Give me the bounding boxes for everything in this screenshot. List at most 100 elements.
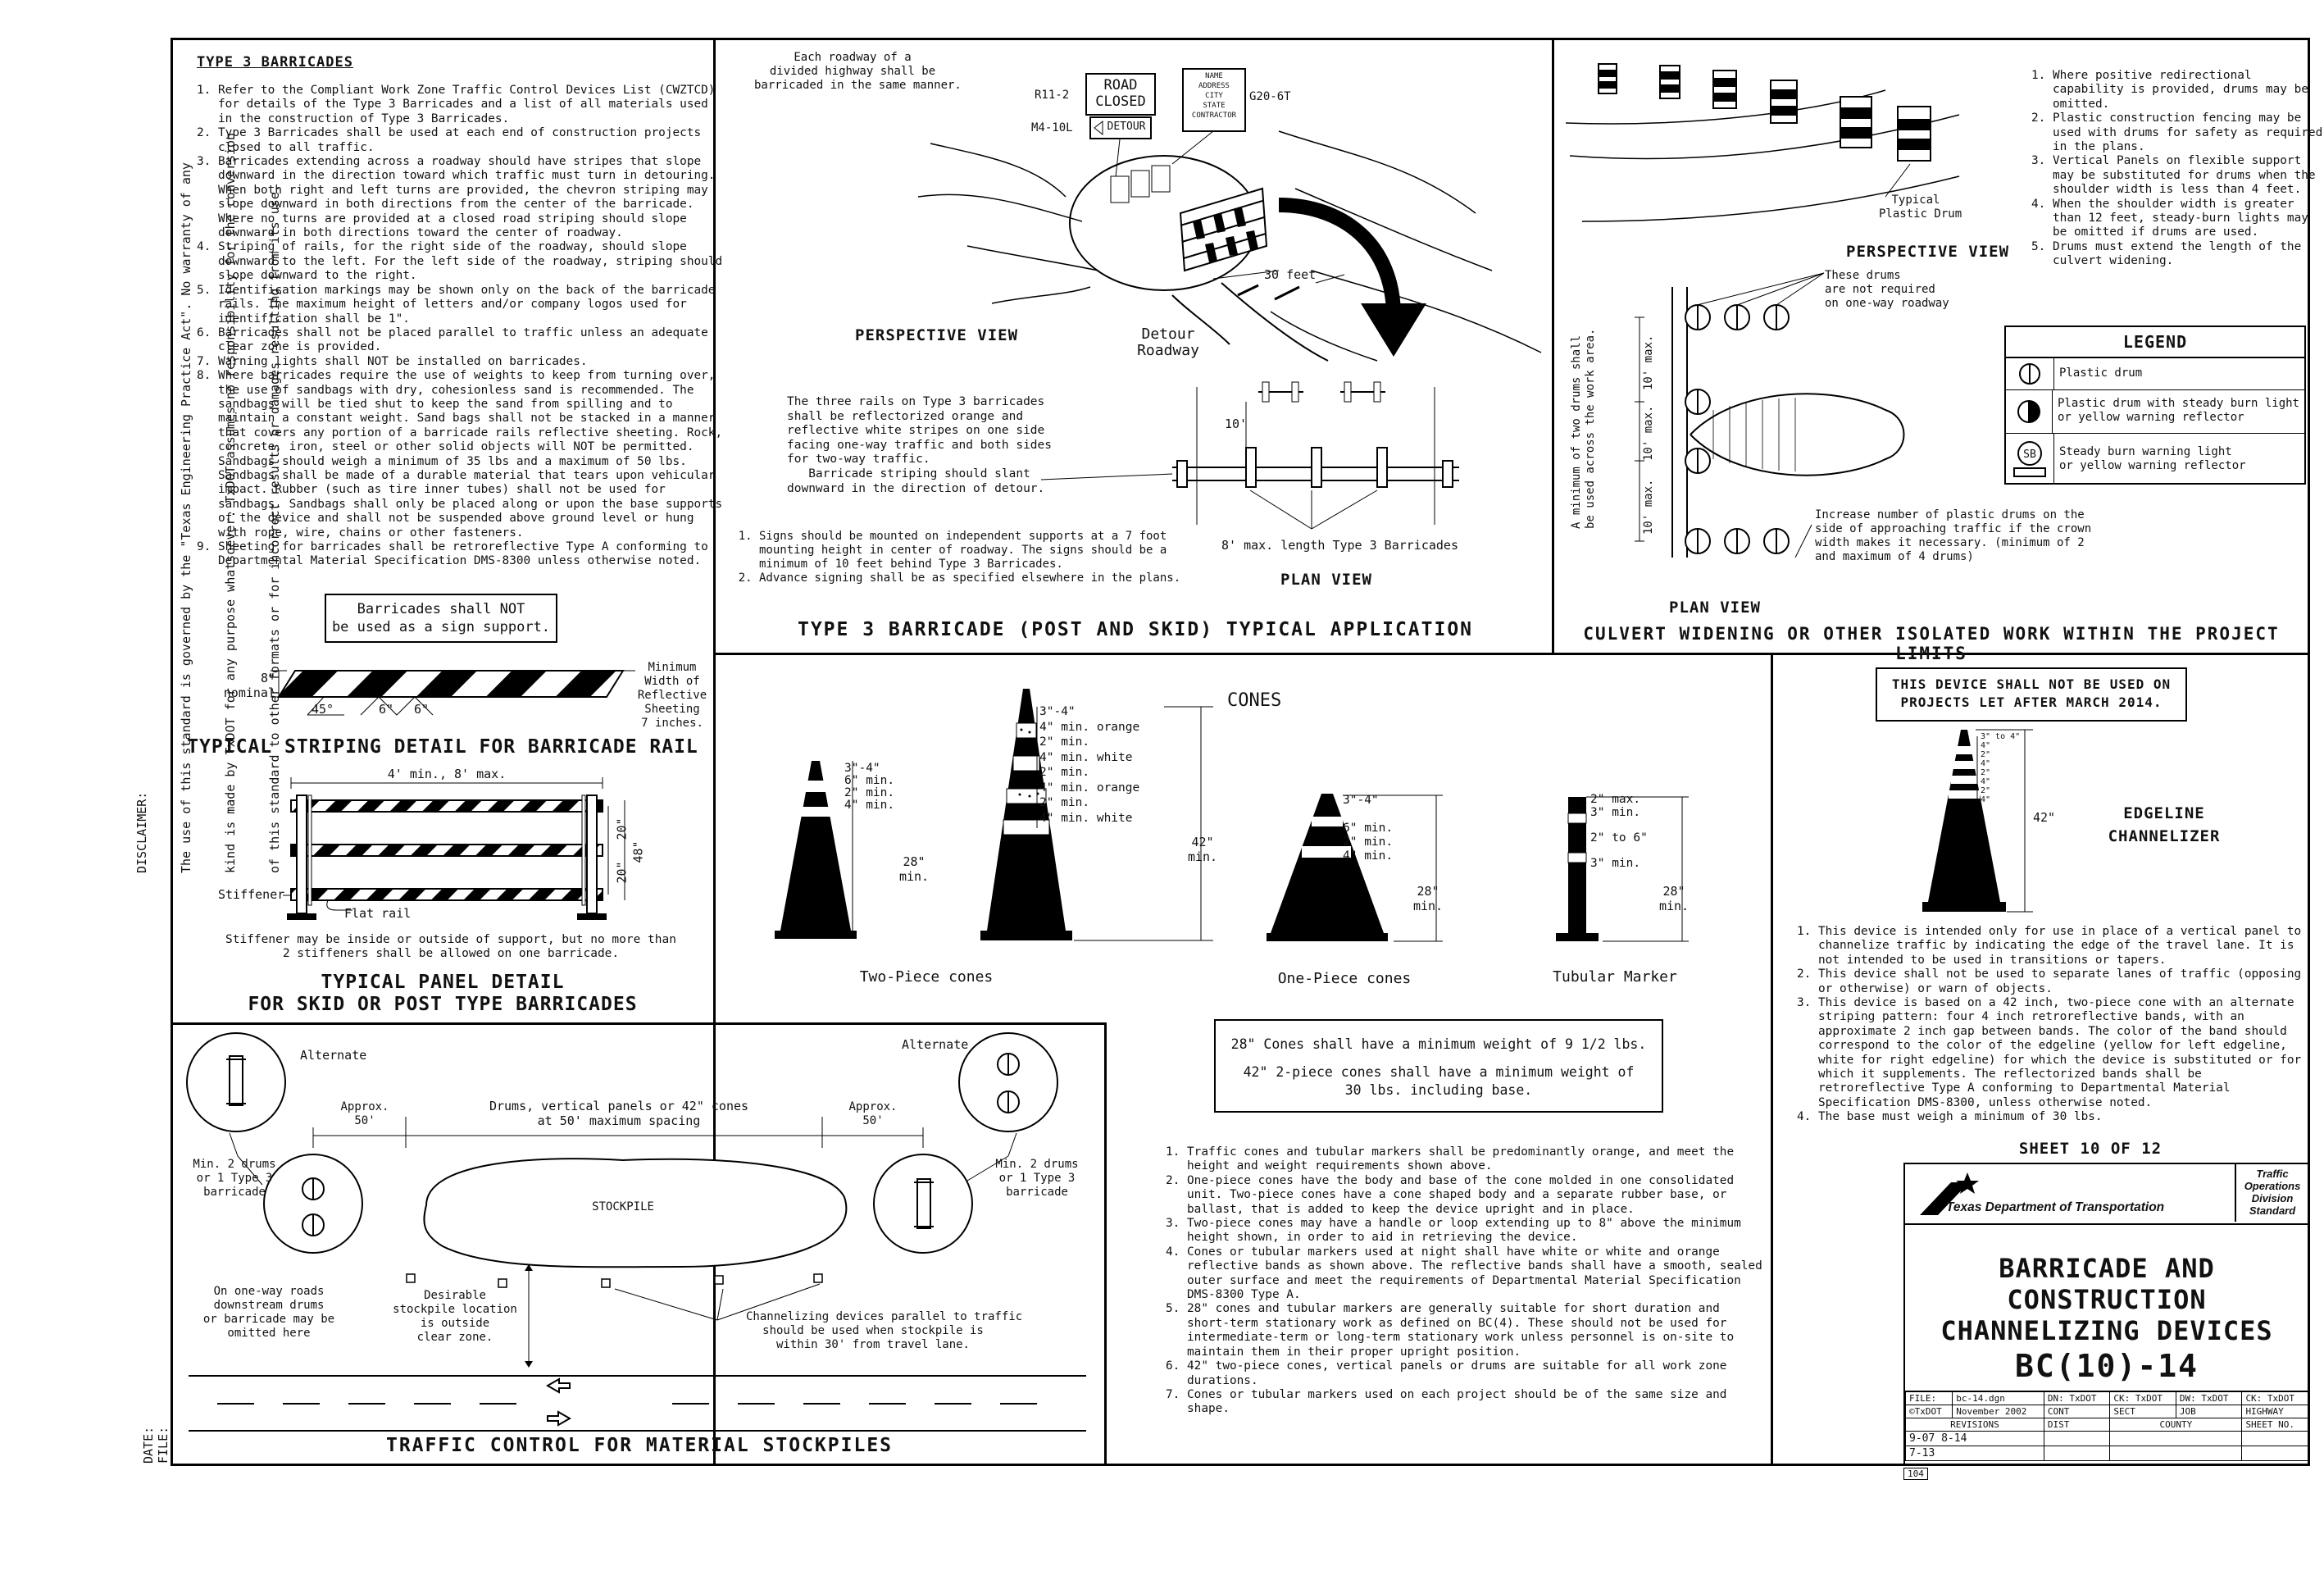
two-piece-label: Two-Piece cones [859, 968, 994, 986]
stripe-min-note: Minimum Width of Reflective Sheeting 7 i… [637, 661, 707, 730]
length-note: 8' max. length Type 3 Barricades [1221, 538, 1458, 553]
cont: CONT [2043, 1405, 2111, 1418]
list-item: This device is intended only for use in … [1818, 925, 2310, 968]
divider [1104, 1022, 1107, 1466]
list-item: Cones or tubular markers used on each pr… [1187, 1388, 1767, 1417]
sign-road: ROAD [1103, 77, 1138, 93]
sheet-title-1: BARRICADE AND CONSTRUCTION [1999, 1253, 2215, 1315]
cone-notes: Traffic cones and tubular markers shall … [1167, 1145, 1767, 1417]
list-item: One-piece cones have the body and base o… [1187, 1174, 1767, 1217]
panel-title-1: TYPICAL PANEL DETAIL [321, 972, 565, 993]
min-drums-right: Min. 2 drums or 1 Type 3 barricade [995, 1158, 1079, 1199]
detour-sign: DETOUR [1107, 121, 1146, 133]
edgeline-notes: This device is intended only for use in … [1800, 925, 2310, 1125]
sign-support-box: Barricades shall NOT be used as a sign s… [325, 594, 557, 643]
stripe-6a: 6" [379, 702, 394, 717]
list-item: Two-piece cones may have a handle or loo… [1187, 1217, 1767, 1245]
two-piece-42: 42" min. [1187, 835, 1218, 864]
sheet-border [171, 38, 2310, 1466]
list-item: This device shall not be used to separat… [1818, 968, 2310, 996]
legend-text: Steady burn warning light or yellow warn… [2059, 445, 2246, 472]
list-item: Where positive redirectional capability … [2053, 69, 2323, 112]
rev-2: 7-13 [1905, 1446, 2044, 1461]
stockpile-label: STOCKPILE [592, 1200, 654, 1213]
panel-title-2: FOR SKID OR POST TYPE BARRICADES [248, 994, 638, 1015]
plastic-drum-light-icon [2006, 390, 2053, 433]
plan-view-label: PLAN VIEW [1280, 571, 1372, 589]
approx-right: Approx. 50' [848, 1100, 898, 1127]
one-piece-dims: 3"-4" 6" min. 2" min. 4" min. [1343, 794, 1394, 863]
flat-rail-label: Flat rail [344, 906, 412, 921]
cone-weight-box: 28" Cones shall have a minimum weight of… [1214, 1019, 1663, 1113]
legend-text: Plastic drum [2059, 367, 2143, 380]
weight-note-2: 42" 2-piece cones shall have a minimum w… [1243, 1064, 1635, 1098]
road-closed-sign: ROAD CLOSED [1086, 77, 1155, 110]
legend-row: SB Steady burn warning light or yellow w… [2006, 434, 2304, 485]
stripe-nominal-b: nominal [223, 685, 275, 700]
stripe-6b: 6" [414, 702, 430, 717]
culvert-title: CULVERT WIDENING OR OTHER ISOLATED WORK … [1583, 624, 2280, 663]
stiffener-note: Stiffener may be inside or outside of su… [225, 933, 676, 960]
culvert-notes: Where positive redirectional capability … [2035, 69, 2323, 269]
sect: SECT [2109, 1405, 2176, 1418]
list-item: Striping of rails, for the right side of… [218, 240, 726, 283]
list-item: Sheeting for barricades shall be retrore… [218, 540, 726, 569]
steady-burn-light-icon: SB [2006, 434, 2054, 485]
legend-row: Plastic drum with steady burn light or y… [2006, 390, 2304, 434]
list-item: Vertical Panels on flexible support may … [2053, 154, 2323, 197]
one-piece-28: 28" min. [1412, 884, 1444, 913]
dw: DW: TxDOT [2175, 1391, 2243, 1405]
title-block-table: FILE: bc-14.dgn DN: TxDOT CK: TxDOT DW: … [1904, 1391, 2308, 1461]
legend-text: Plastic drum with steady burn light or y… [2057, 397, 2299, 424]
title-area: BARRICADE AND CONSTRUCTION CHANNELIZING … [1905, 1225, 2308, 1391]
edgeline-title: EDGELINE CHANNELIZER [2108, 804, 2221, 845]
revisions: REVISIONS [1905, 1418, 2044, 1432]
list-item: Drums must extend the length of the culv… [2053, 240, 2323, 269]
title-block: Texas Department of Transportation Traff… [1903, 1163, 2310, 1466]
stockpile-title: TRAFFIC CONTROL FOR MATERIAL STOCKPILES [385, 1435, 894, 1456]
sign-g20-label: G20-6T [1249, 90, 1291, 103]
divider [713, 38, 716, 1466]
divider [713, 653, 2310, 655]
legend-title: LEGEND [2006, 327, 2304, 358]
alternate-right: Alternate [902, 1037, 969, 1052]
rev-1: 9-07 8-14 [1905, 1431, 2044, 1446]
county: COUNTY [2109, 1418, 2243, 1432]
box-line: be used as a sign support. [331, 619, 551, 635]
box-line: Barricades shall NOT [357, 601, 525, 617]
typical-app-title: TYPE 3 BARRICADE (POST AND SKID) TYPICAL… [797, 619, 1474, 640]
list-item: Where barricades require the use of weig… [218, 369, 726, 540]
stripe-angle: 45° [312, 702, 334, 717]
dist: DIST [2043, 1418, 2111, 1432]
agency-row: Texas Department of Transportation Traff… [1905, 1164, 2308, 1225]
edgeline-42: 42" [2033, 810, 2056, 825]
file-value: bc-14.dgn [1952, 1391, 2044, 1405]
txdot-logo-icon [1920, 1172, 1979, 1215]
list-item: When the shoulder width is greater than … [2053, 198, 2323, 240]
tubular-label: Tubular Marker [1553, 968, 1677, 986]
agency-name: Texas Department of Transportation [1946, 1200, 2165, 1214]
list-item: Refer to the Compliant Work Zone Traffic… [218, 84, 726, 126]
list-item: 28" cones and tubular markers are genera… [1187, 1302, 1767, 1359]
ck2: CK: TxDOT [2241, 1391, 2308, 1405]
sheet-number: SHEET 10 OF 12 [2018, 1140, 2163, 1158]
legend-row: Plastic drum [2006, 358, 2304, 390]
striping-title: TYPICAL STRIPING DETAIL FOR BARRICADE RA… [187, 736, 698, 758]
list-item: Barricades shall not be placed parallel … [218, 326, 726, 355]
divider [1771, 653, 1773, 1466]
list-item: Plastic construction fencing may be used… [2053, 112, 2323, 154]
desirable-location-note: Desirable stockpile location is outside … [393, 1289, 517, 1344]
stiffener-label: Stiffener [218, 887, 285, 902]
type3-notes: Refer to the Compliant Work Zone Traffic… [195, 84, 726, 569]
tubular-dims: 2" max. 3" min. 2" to 6" 3" min. [1590, 793, 1648, 870]
sheet-index-number: 104 [1903, 1468, 1928, 1480]
approx-left: Approx. 50' [340, 1100, 389, 1127]
list-item: This device is based on a 42 inch, two-p… [1818, 996, 2310, 1110]
division-label: Traffic Operations Division Standard [2235, 1164, 2308, 1222]
